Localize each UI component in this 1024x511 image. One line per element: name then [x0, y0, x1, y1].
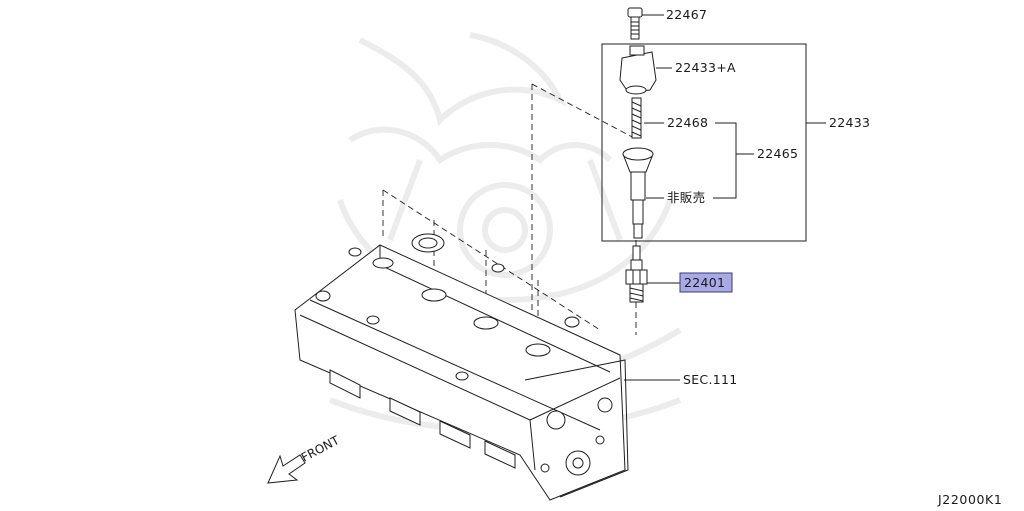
ignition-coil-part: 22433+A	[619, 45, 736, 95]
bolt-part: 22467	[627, 7, 707, 40]
callout-ignition-coil: 22433	[829, 115, 870, 130]
front-arrow: FRONT	[267, 433, 342, 484]
highlight-spark-plug-box: 22401	[679, 272, 733, 293]
spring-part: 22468	[631, 97, 708, 139]
callout-spring: 22468	[667, 115, 708, 130]
callout-coil-assy: 22433+A	[675, 60, 736, 75]
head-section-callout: SEC.111	[624, 372, 738, 387]
front-label: FRONT	[299, 433, 342, 465]
cylinder-head	[294, 233, 629, 501]
callout-boot-assy: 22465	[757, 146, 798, 161]
figure-code: J22000K1	[937, 492, 1002, 507]
callout-not-for-sale: 非販売	[667, 190, 705, 205]
callout-head-section: SEC.111	[683, 372, 738, 387]
callout-bolt: 22467	[666, 7, 707, 22]
coil-group-box: 22433	[601, 43, 870, 242]
boot-assy-bracket: 22465	[713, 122, 798, 199]
boot-part: 非販売	[622, 147, 705, 239]
callout-spark-plug: 22401	[684, 275, 725, 290]
spark-plug-part	[625, 245, 680, 303]
highlight-box	[679, 272, 733, 293]
